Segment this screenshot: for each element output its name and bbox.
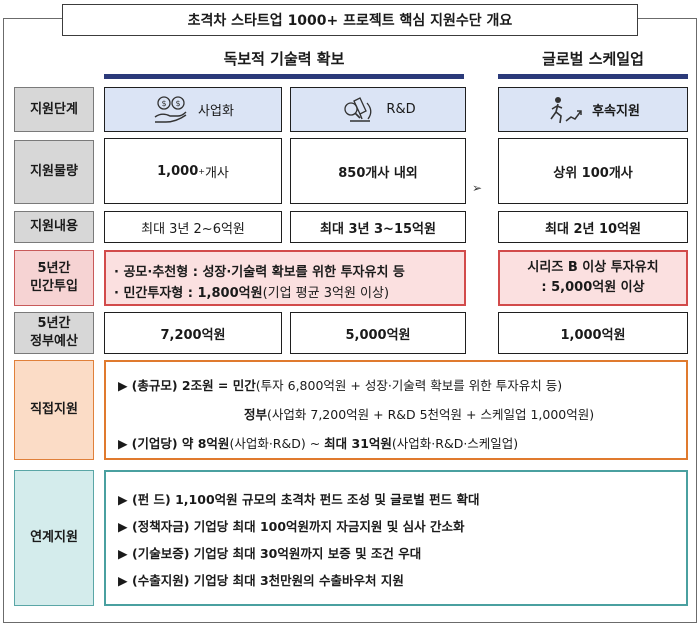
volume-commercialization-sup: + <box>198 166 205 176</box>
linked-box: ▶ (펀 드) 1,100억원 규모의 초격차 펀드 조성 및 글로벌 펀드 확… <box>104 470 688 606</box>
row-label-gov-line1: 5년간 <box>37 316 71 332</box>
private-left-line2-suffix: (기업 평균 3억원 이상) <box>262 286 390 301</box>
stage-commercialization-label: 사업화 <box>198 104 234 119</box>
content-rnd: 최대 3년 3~15억원 <box>290 211 466 243</box>
row-label-content: 지원내용 <box>14 211 94 243</box>
linked-item-1: ▶ (펀 드) 1,100억원 규모의 초격차 펀드 조성 및 글로벌 펀드 확… <box>118 489 479 508</box>
money-hand-icon: $ $ <box>154 95 187 123</box>
header-tech-bar <box>104 74 464 79</box>
private-left-line2: · 민간투자형 : 1,800억원(기업 평균 3억원 이상) <box>114 282 389 301</box>
private-left-line1: · 공모·추천형 : 성장·기술력 확보를 위한 투자유치 등 <box>114 265 405 280</box>
row-label-private-line1: 5년간 <box>37 261 71 277</box>
direct-line3-bold2: 최대 31억원 <box>324 436 392 451</box>
linked-bullet-2: ▶ <box>118 519 128 534</box>
direct-line3-rest: (사업화·R&D·스케일업) <box>391 436 519 451</box>
linked-item-3-text: (기술보증) 기업당 최대 30억원까지 보증 및 조건 우대 <box>131 546 422 561</box>
row-label-stage: 지원단계 <box>14 87 94 132</box>
row-label-direct: 직접지원 <box>14 360 94 460</box>
arrowhead-right-icon: ➢ <box>472 181 483 195</box>
linked-item-4: ▶ (수출지원) 기업당 최대 3천만원의 수출바우처 지원 <box>118 570 404 589</box>
private-left-line2-prefix: · 민간투자형 : <box>114 286 198 301</box>
linked-bullet-4: ▶ <box>118 573 128 588</box>
volume-commercialization: 1,000+개사 <box>104 138 282 204</box>
direct-line2-rest: (사업화 7,200억원 + R&D 5천억원 + 스케일업 1,000억원) <box>267 407 595 422</box>
direct-line1: ▶ (총규모) 2조원 = 민간(투자 6,800억원 + 성장·기술력 확보를… <box>118 375 562 394</box>
private-right-line2: : 5,000억원 이상 <box>541 280 645 295</box>
gov-followup: 1,000억원 <box>498 312 688 354</box>
linked-item-1-text: (펀 드) 1,100억원 규모의 초격차 펀드 조성 및 글로벌 펀드 확대 <box>131 492 480 507</box>
header-global: 글로벌 스케일업 <box>542 49 644 68</box>
svg-text:$: $ <box>176 99 181 108</box>
linked-item-2: ▶ (정책자금) 기업당 최대 100억원까지 자금지원 및 심사 간소화 <box>118 516 464 535</box>
row-label-gov-line2: 정부예산 <box>30 334 78 349</box>
linked-bullet-3: ▶ <box>118 546 128 561</box>
direct-line2: 정부(사업화 7,200억원 + R&D 5천억원 + 스케일업 1,000억원… <box>244 404 594 423</box>
linked-item-2-text: (정책자금) 기업당 최대 100억원까지 자금지원 및 심사 간소화 <box>131 519 465 534</box>
stage-followup: 후속지원 <box>498 87 688 132</box>
content-commercialization: 최대 3년 2~6억원 <box>104 211 282 243</box>
linked-item-3: ▶ (기술보증) 기업당 최대 30억원까지 보증 및 조건 우대 <box>118 543 421 562</box>
row-label-linked: 연계지원 <box>14 470 94 606</box>
header-tech: 독보적 기술력 확보 <box>223 49 345 68</box>
direct-bullet-3: ▶ <box>118 436 128 451</box>
svg-text:$: $ <box>162 99 167 108</box>
direct-line3: ▶ (기업당) 약 8억원(사업화·R&D) ~ 최대 31억원(사업화·R&D… <box>118 433 518 452</box>
direct-line2-bold: 정부 <box>244 407 268 422</box>
volume-commercialization-num: 1,000 <box>157 163 199 179</box>
stage-followup-label: 후속지원 <box>592 104 640 119</box>
row-label-volume: 지원물량 <box>14 140 94 204</box>
direct-line3-mid: (사업화·R&D) ~ <box>229 436 325 451</box>
direct-bullet-1: ▶ <box>118 378 128 393</box>
row-label-private-line2: 민간투입 <box>30 279 78 294</box>
volume-commercialization-unit: 개사 <box>204 165 229 181</box>
linked-bullet-1: ▶ <box>118 492 128 507</box>
header-global-bar <box>498 74 688 79</box>
private-right-line1: 시리즈 B 이상 투자유치 <box>527 259 659 275</box>
direct-line1-rest: (투자 6,800억원 + 성장·기술력 확보를 위한 투자유치 등) <box>255 378 563 393</box>
stage-rnd-label: R&D <box>386 102 416 117</box>
page-title: 초격차 스타트업 1000+ 프로젝트 핵심 지원수단 개요 <box>62 4 638 36</box>
microscope-icon <box>344 96 372 122</box>
private-left-line2-bold: 1,800억원 <box>197 286 263 301</box>
private-left-box: · 공모·추천형 : 성장·기술력 확보를 위한 투자유치 등 · 민간투자형 … <box>104 250 466 306</box>
direct-box: ▶ (총규모) 2조원 = 민간(투자 6,800억원 + 성장·기술력 확보를… <box>104 360 688 460</box>
stage-rnd: R&D <box>290 87 466 132</box>
direct-line1-bold: (총규모) 2조원 = 민간 <box>131 378 256 393</box>
gov-commercialization: 7,200억원 <box>104 312 282 354</box>
stage-commercialization: $ $ 사업화 <box>104 87 282 132</box>
gov-rnd: 5,000억원 <box>290 312 466 354</box>
content-followup: 최대 2년 10억원 <box>498 211 688 243</box>
volume-rnd: 850개사 내외 <box>290 138 466 204</box>
running-person-icon <box>550 96 582 123</box>
private-right-box: 시리즈 B 이상 투자유치 : 5,000억원 이상 <box>498 250 688 306</box>
direct-line3-bold1: (기업당) 약 8억원 <box>131 436 230 451</box>
linked-item-4-text: (수출지원) 기업당 최대 3천만원의 수출바우처 지원 <box>131 573 404 588</box>
volume-followup: 상위 100개사 <box>498 138 688 204</box>
